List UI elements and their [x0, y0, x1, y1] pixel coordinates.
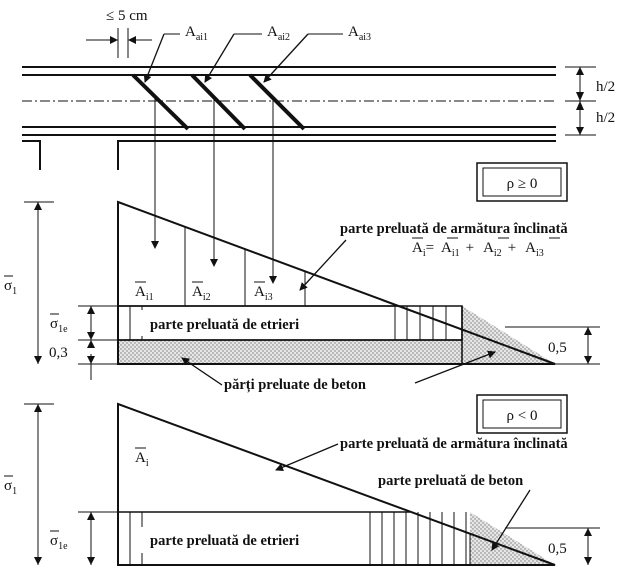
bar-label-1: Aai1 [185, 24, 208, 43]
inclined-label-positive: parte preluată de armătura înclinată [340, 221, 568, 237]
factor-left-positive: 0,3 [49, 345, 68, 361]
inclined-bars [131, 73, 306, 131]
stirrups-label-negative: parte preluată de etrieri [150, 533, 299, 549]
shear-triangle-positive [117, 200, 556, 365]
shear-triangle-negative [117, 402, 556, 566]
diagram-case-positive: ρ ≥ 0 parte preluată de etrieri Ai1 Ai2 [4, 162, 600, 393]
projection-lines [151, 98, 277, 284]
height-dimension: h/2 h/2 [565, 66, 615, 136]
inclined-bar-2 [190, 73, 247, 131]
spacing-dimension: ≤ 5 cm [86, 8, 152, 58]
inclined-bar-1 [131, 73, 190, 131]
concrete-zone-negative [470, 512, 555, 565]
sigma1e-positive: σ1e [50, 316, 68, 335]
stirrups-label-positive: parte preluată de etrieri [150, 317, 299, 333]
formula-positive: Ai= Ai1+ Ai2+ Ai3 [412, 240, 544, 259]
half-height-top: h/2 [596, 79, 615, 95]
concrete-label-negative: parte preluată de beton [378, 473, 523, 489]
bar-label-2: Aai2 [267, 24, 290, 43]
beam-elevation [22, 66, 556, 170]
spacing-label: ≤ 5 cm [106, 8, 148, 24]
concrete-label-positive: părți preluate de beton [224, 377, 366, 393]
sigma1e-negative: σ1e [50, 533, 68, 552]
zone-label-ai2: Ai2 [192, 284, 211, 303]
bar-labels: Aai1 Aai2 Aai3 [143, 24, 371, 83]
zone-label-ai1: Ai1 [135, 284, 154, 303]
condition-box-negative [476, 394, 568, 434]
concrete-zone-positive [118, 306, 555, 364]
inclined-label-negative: parte preluată de armătura înclinată [340, 436, 568, 452]
diagram-case-negative: ρ < 0 parte preluată de etrieri Ai parte… [4, 394, 600, 566]
inclined-bar-3 [248, 73, 306, 131]
sigma1-positive: σ1 [4, 278, 17, 297]
zone-label-ai: Ai [135, 450, 149, 469]
factor-right-positive: 0,5 [548, 340, 567, 356]
condition-positive: ρ ≥ 0 [507, 176, 538, 192]
sigma1-negative: σ1 [4, 478, 17, 497]
condition-negative: ρ < 0 [507, 408, 538, 424]
bar-label-3: Aai3 [348, 24, 371, 43]
factor-right-negative: 0,5 [548, 541, 567, 557]
zone-label-ai3: Ai3 [254, 284, 273, 303]
half-height-bottom: h/2 [596, 110, 615, 126]
condition-box-positive [476, 162, 568, 202]
